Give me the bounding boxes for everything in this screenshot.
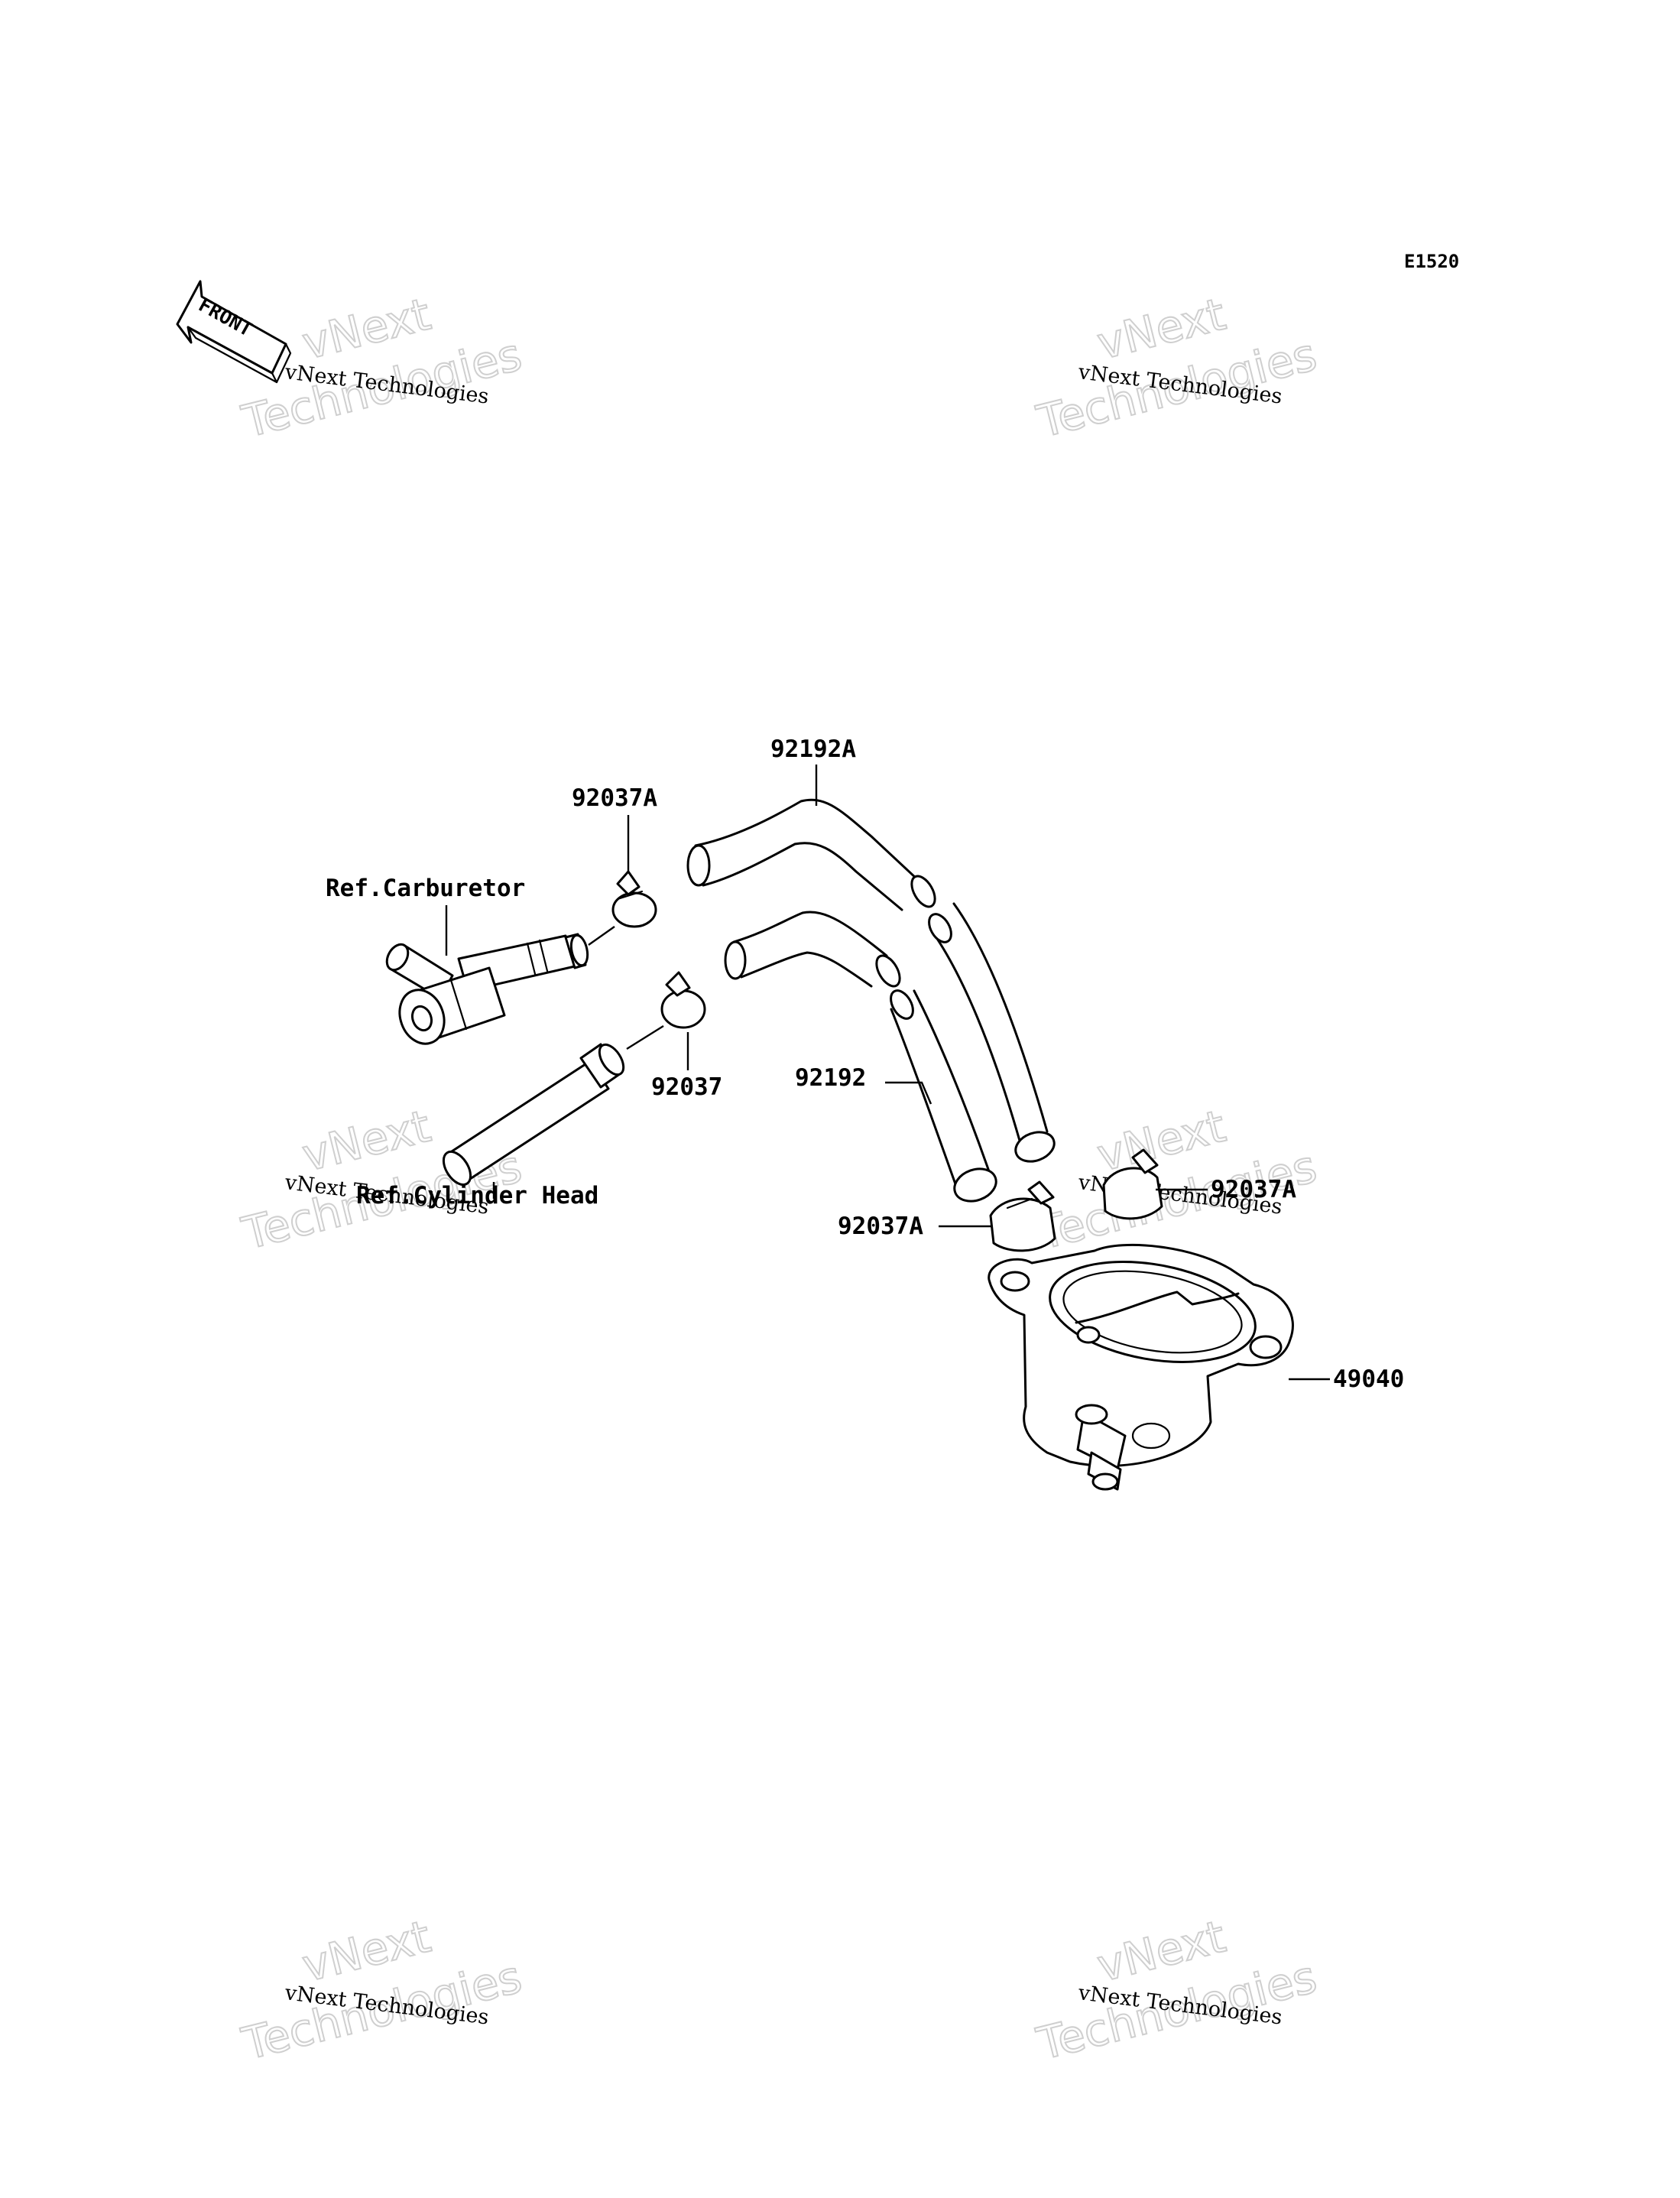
part-label-92037: 92037 [651,1073,722,1101]
watermark-top-left: vNext Technologies vNext Technologies [236,287,527,449]
part-label-92192a: 92192A [770,735,856,763]
ref-cylinder-head-label: Ref.Cylinder Head [356,1182,598,1209]
part-label-49040: 49040 [1333,1365,1404,1393]
connector-carb-clamp [588,926,615,946]
hose-92192a [686,798,1056,1163]
part-label-92037a-bottom-right: 92037A [1211,1176,1296,1203]
clamp-bottom-right-icon [1102,1148,1163,1220]
watermark-bottom-right: vNext Technologies vNext Technologies [1031,1910,1322,2071]
fuel-pump-icon [988,1244,1294,1491]
connector-head-clamp [626,1024,664,1050]
front-arrow-icon [176,280,292,384]
watermark-bottom-left: vNext Technologies vNext Technologies [236,1910,527,2071]
cylinder-head-pipe [442,1043,625,1187]
ref-carburetor-label: Ref.Carburetor [326,875,525,902]
part-label-92192: 92192 [795,1064,866,1092]
watermark-mid-left: vNext Technologies vNext Technologies [236,1099,527,1261]
diagram-code: E1520 [1404,251,1459,272]
watermark-top-right: vNext Technologies vNext Technologies [1031,287,1322,449]
part-label-92037a-bottom-left: 92037A [838,1213,923,1240]
clamp-bottom-left-icon [989,1180,1056,1252]
carburetor-fitting [385,933,589,1045]
clamp-upper-icon [611,870,657,928]
hose-92192 [724,911,997,1203]
part-label-92037a-upper: 92037A [572,784,657,812]
leader-92192 [885,1081,932,1105]
clamp-lower-icon [660,971,706,1029]
